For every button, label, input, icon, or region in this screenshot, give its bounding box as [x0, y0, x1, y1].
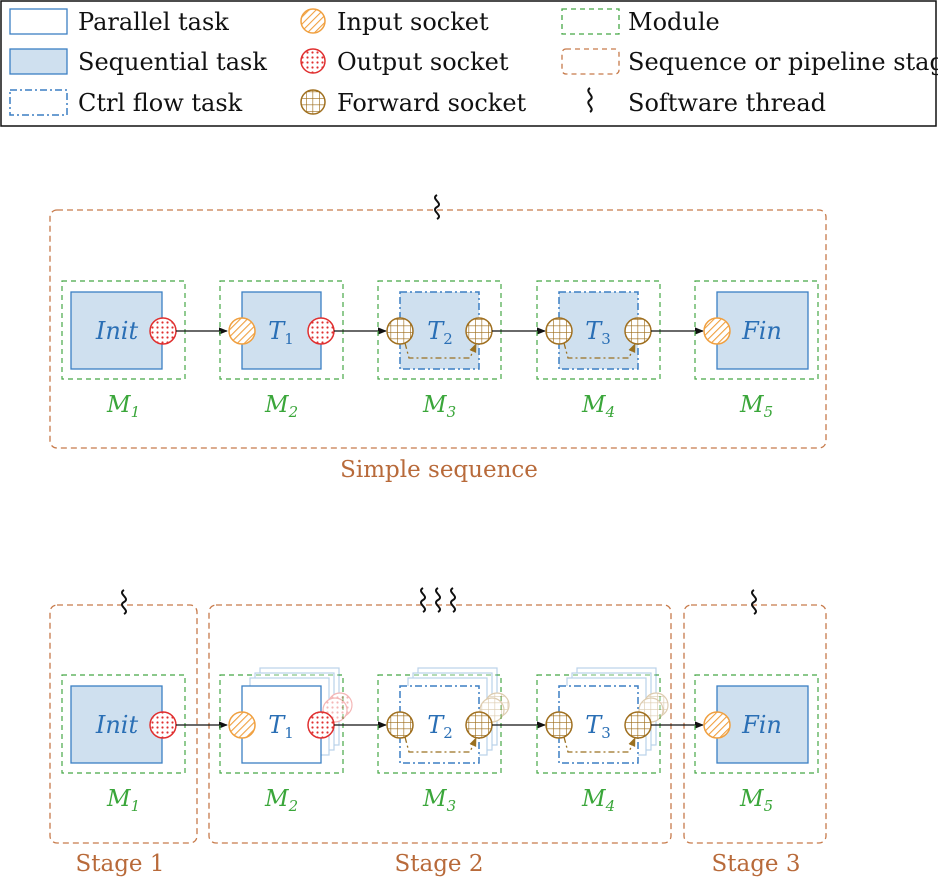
input-socket-icon [703, 711, 731, 739]
forward-socket-icon [545, 317, 573, 345]
input-socket-icon [228, 711, 256, 739]
module-m2 [219, 280, 344, 380]
parallel-task-swatch [9, 8, 68, 35]
task-t1-label: T1 [268, 711, 294, 742]
module-label: M5 [739, 392, 773, 421]
legend-box [0, 0, 937, 127]
simple-sequence: Init M1 T1 M2 T2 M3 T3 M4 Fin [49, 194, 827, 483]
task-fin [716, 291, 809, 370]
input-socket-icon [703, 317, 731, 345]
legend-module: Module [628, 8, 720, 36]
output-socket-icon [149, 317, 177, 345]
module-label: M1 [106, 392, 140, 421]
module-m5 [694, 280, 819, 380]
forward-socket-icon [465, 711, 493, 739]
module-m2 [219, 674, 344, 774]
ctrl-flow-task-swatch [9, 89, 68, 116]
output-socket-icon [300, 48, 326, 74]
module-m1 [61, 280, 186, 380]
module-m4 [536, 674, 661, 774]
forward-socket-icon [300, 89, 326, 115]
legend-forward-socket: Forward socket [337, 89, 527, 117]
forward-socket-icon [386, 711, 414, 739]
task-t3-label: T3 [585, 317, 611, 348]
task-fin-label: Fin [741, 711, 782, 739]
input-socket-icon [300, 8, 326, 34]
output-socket-icon [307, 711, 335, 739]
task-t2-label: T2 [427, 711, 453, 742]
legend-input-socket: Input socket [337, 8, 489, 36]
module-label: M3 [422, 392, 456, 421]
pipeline: Init M1 T1 M2 T2 [49, 587, 827, 877]
sequence-stage-box [49, 209, 827, 449]
module-label: M4 [581, 786, 615, 815]
forward-path [563, 736, 636, 753]
legend-parallel-task: Parallel task [78, 8, 229, 36]
module-label: M3 [422, 786, 456, 815]
stage-swatch [561, 48, 620, 75]
forward-socket-icon [545, 711, 573, 739]
forward-path [404, 342, 477, 359]
module-m3 [377, 674, 502, 774]
module-m3 [377, 280, 502, 380]
input-socket-icon [228, 317, 256, 345]
module-label: M1 [106, 786, 140, 815]
task-t2-label: T2 [427, 317, 453, 348]
thread-icon [121, 589, 127, 615]
forward-socket-icon [624, 711, 652, 739]
task-fin-label: Fin [741, 317, 782, 345]
thread-icon [450, 587, 456, 613]
thread-icon [587, 87, 593, 113]
thread-icon [420, 587, 426, 613]
output-socket-icon [307, 317, 335, 345]
module-m5 [694, 674, 819, 774]
legend-output-socket: Output socket [337, 48, 509, 76]
module-label: M5 [739, 786, 773, 815]
module-label: M2 [264, 392, 298, 421]
forward-socket-icon [465, 317, 493, 345]
stage1-caption: Stage 1 [76, 851, 165, 877]
stage2-box [208, 604, 672, 844]
module-label: M2 [264, 786, 298, 815]
output-socket-icon [149, 711, 177, 739]
stage3-caption: Stage 3 [712, 851, 801, 877]
simple-sequence-caption: Simple sequence [340, 457, 538, 483]
forward-path [404, 736, 477, 753]
legend-stage: Sequence or pipeline stage [628, 48, 938, 76]
task-fin [716, 685, 809, 764]
legend-ctrl-flow-task: Ctrl flow task [78, 89, 243, 117]
legend-thread: Software thread [628, 89, 826, 117]
module-swatch [561, 8, 620, 35]
task-init [70, 291, 163, 370]
task-init-label: Init [95, 711, 139, 739]
stage1-box [49, 604, 198, 844]
sequential-task-swatch [9, 48, 68, 75]
module-m1 [61, 674, 186, 774]
task-t1-label: T1 [268, 317, 294, 348]
thread-icon [751, 589, 757, 615]
task-init-label: Init [95, 317, 139, 345]
thread-icon [434, 194, 440, 220]
legend-sequential-task: Sequential task [78, 48, 267, 76]
task-init [70, 685, 163, 764]
stage2-caption: Stage 2 [395, 851, 484, 877]
forward-socket-icon [386, 317, 414, 345]
module-m4 [536, 280, 661, 380]
stage3-box [683, 604, 827, 844]
forward-path [563, 342, 636, 359]
module-label: M4 [581, 392, 615, 421]
thread-icon [435, 587, 441, 613]
forward-socket-icon [624, 317, 652, 345]
task-t3-label: T3 [585, 711, 611, 742]
